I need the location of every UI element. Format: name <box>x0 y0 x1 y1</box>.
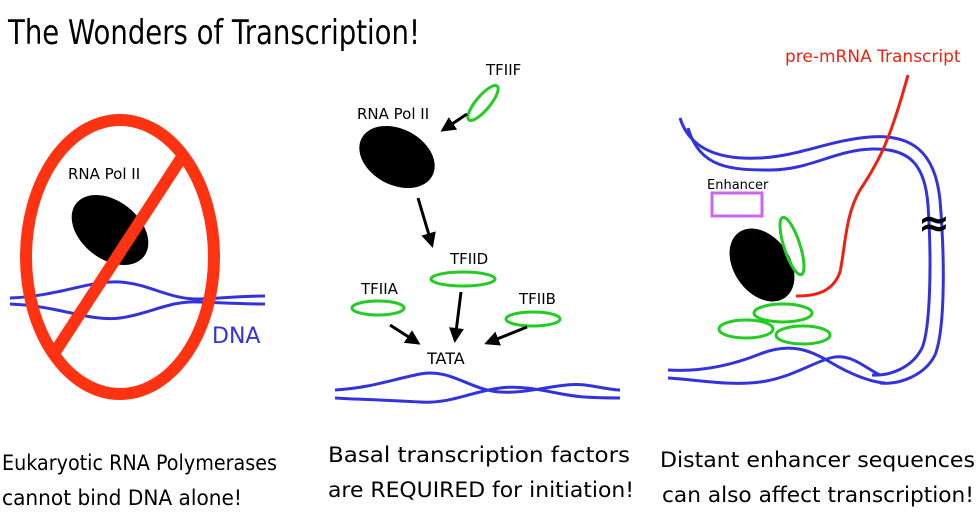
panel-3-enhancer: ≈ pre-mRNA Transcript Enhancer Distant e… <box>660 47 975 507</box>
tfiif-shape <box>466 84 500 122</box>
activator-shape <box>778 215 806 277</box>
arrow-polymerase <box>416 197 436 248</box>
factor-shape-3 <box>774 324 832 346</box>
transcript-label: pre-mRNA Transcript <box>785 47 961 67</box>
dna-strands <box>9 280 266 321</box>
panel-1-caption-line-2: cannot bind DNA alone! <box>2 486 242 510</box>
factor-shape-1 <box>752 302 814 324</box>
dna-strands-2 <box>334 371 621 404</box>
arrow-tfiif <box>440 112 468 132</box>
pre-mrna-transcript <box>795 74 910 298</box>
tfiib-label: TFIIB <box>518 290 556 308</box>
rna-polymerase-shape-2 <box>359 125 435 189</box>
panel-1-no-binding: DNA RNA Pol II Eukaryotic RNA Polymerase… <box>2 114 277 510</box>
tfiia-shape <box>350 299 406 317</box>
dna-label: DNA <box>212 324 260 349</box>
panel-2-caption-line-2: are REQUIRED for initiation! <box>328 478 634 502</box>
tfiid-shape <box>429 270 497 288</box>
arrow-tfiia <box>389 323 421 345</box>
page-title: The Wonders of Transcription! <box>7 13 420 53</box>
polymerase-label-2: RNA Pol II <box>357 105 429 123</box>
tfiif-label: TFIIF <box>485 61 521 79</box>
break-symbol-icon: ≈ <box>918 201 950 245</box>
tfiid-label: TFIID <box>449 250 488 268</box>
tata-label: TATA <box>426 349 465 368</box>
arrow-tfiib <box>484 325 528 346</box>
panel-1-caption-line-1: Eukaryotic RNA Polymerases <box>2 451 277 475</box>
panel-3-caption-line-1: Distant enhancer sequences <box>660 448 975 472</box>
panel-2-caption-line-1: Basal transcription factors <box>328 443 630 467</box>
enhancer-label: Enhancer <box>707 178 769 193</box>
prohibition-sign-icon <box>20 114 220 400</box>
tfiib-shape <box>504 310 562 328</box>
polymerase-label: RNA Pol II <box>68 165 140 183</box>
panel-3-caption-line-2: can also affect transcription! <box>662 483 974 507</box>
panel-2-basal-factors: TFIIF RNA Pol II TFIID TFIIA TFIIB TATA … <box>328 61 634 502</box>
dna-loop <box>667 117 945 385</box>
rna-polymerase-shape-3 <box>729 228 795 302</box>
factor-shape-2 <box>717 318 775 340</box>
arrow-tfiid <box>449 291 464 343</box>
tfiia-label: TFIIA <box>360 280 399 298</box>
enhancer-box <box>710 191 764 218</box>
